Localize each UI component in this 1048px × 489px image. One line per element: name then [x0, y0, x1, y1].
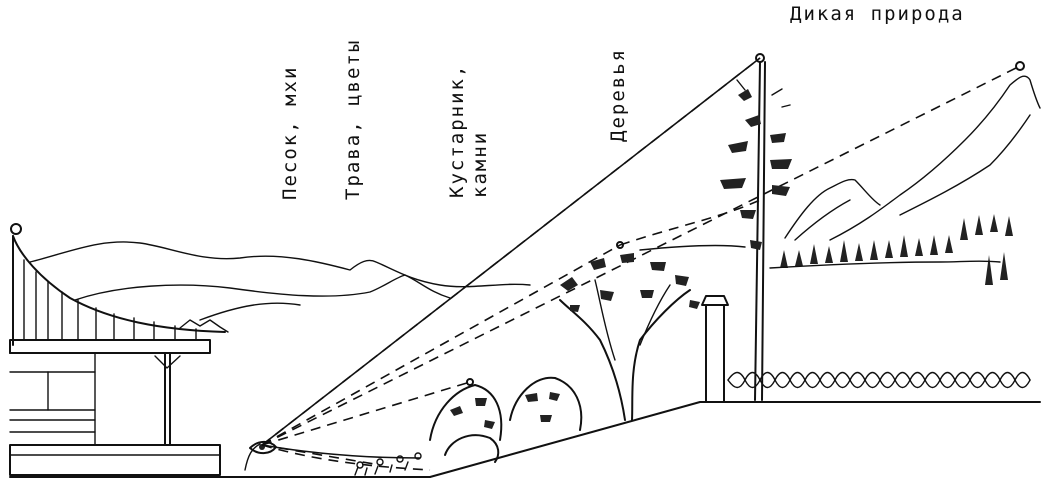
lattice-fence	[727, 371, 1031, 389]
label-wilderness: Дикая природа	[790, 3, 965, 25]
label-trees: Деревья	[607, 47, 629, 142]
sight-lines	[261, 53, 1025, 471]
broadleaf-tree	[559, 253, 700, 421]
terrain	[9, 401, 1041, 478]
distant-forest	[769, 214, 1013, 285]
label-sand-moss: Песок, мхи	[279, 65, 301, 200]
grass-flowers	[354, 452, 422, 476]
tall-tree	[720, 61, 792, 401]
distant-mountains	[29, 75, 1041, 321]
pavilion	[9, 223, 229, 476]
label-shrubs-stones-line1: Кустарник,	[446, 63, 468, 198]
label-grass-flowers: Трава, цветы	[342, 38, 364, 200]
shrubs-stones	[429, 376, 583, 463]
label-shrubs-stones-line2: камни	[469, 130, 491, 198]
gate-post	[701, 295, 729, 403]
